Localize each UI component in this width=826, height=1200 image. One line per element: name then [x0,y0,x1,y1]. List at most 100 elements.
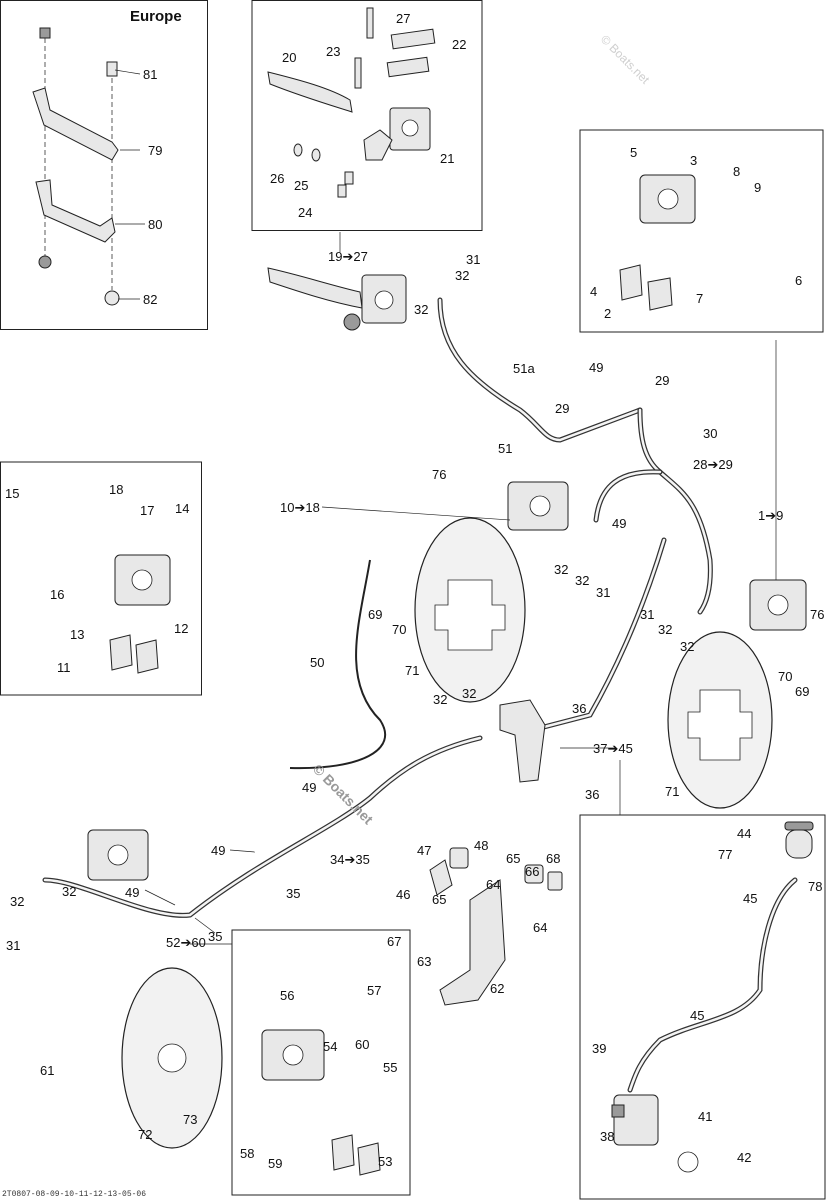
label-50: 50 [310,655,324,670]
label-32-top: 32 [455,268,469,283]
label-67: 67 [387,934,401,949]
rear-master-cylinder-inset [579,814,826,1200]
label-1-9: 1➔9 [758,508,783,523]
label-7: 7 [696,291,703,306]
label-57: 57 [367,983,381,998]
label-30: 30 [703,426,717,441]
brake-pads [109,264,673,1176]
label-32-caliper-a: 32 [554,562,568,577]
leader-lines [114,69,777,945]
label-31-caliper: 31 [596,585,610,600]
label-48: 48 [474,838,488,853]
brake-discs [121,517,773,1149]
label-20: 20 [282,50,296,65]
label-32-tee-b: 32 [462,686,476,701]
label-2: 2 [604,306,611,321]
part-labels: 81 79 80 82 27 22 23 20 21 26 25 24 19➔2… [5,11,824,1171]
label-31-right: 31 [640,607,654,622]
label-56: 56 [280,988,294,1003]
label-15: 15 [5,486,19,501]
label-38: 38 [600,1129,614,1144]
label-32-rear-b: 32 [62,884,76,899]
label-28-29: 28➔29 [693,457,733,472]
left-caliper-inset [0,461,202,696]
label-25: 25 [294,178,308,193]
label-70-front: 70 [392,622,406,637]
label-73: 73 [183,1112,197,1127]
label-9: 9 [754,180,761,195]
label-49-tee: 49 [302,780,316,795]
label-16: 16 [50,587,64,602]
label-18: 18 [109,482,123,497]
label-31-rear: 31 [6,938,20,953]
label-13: 13 [70,627,84,642]
right-caliper-inset [579,129,824,333]
label-17: 17 [140,503,154,518]
label-29-right: 29 [655,373,669,388]
label-27: 27 [396,11,410,26]
label-79: 79 [148,143,162,158]
label-36-upper: 36 [572,701,586,716]
rear-reservoir [677,821,814,1173]
label-32-right-a: 32 [658,622,672,637]
label-32-master: 32 [414,302,428,317]
label-12: 12 [174,621,188,636]
label-54: 54 [323,1039,337,1054]
label-6: 6 [795,273,802,288]
label-36-lower: 36 [585,787,599,802]
label-81: 81 [143,67,157,82]
label-41: 41 [698,1109,712,1124]
label-32-caliper-b: 32 [575,573,589,588]
label-3: 3 [690,153,697,168]
label-35-upper: 35 [286,886,300,901]
label-65-right: 65 [506,851,520,866]
label-49-upper: 49 [589,360,603,375]
label-72: 72 [138,1127,152,1142]
region-title: Europe [130,8,182,25]
label-63: 63 [417,954,431,969]
label-71-right: 71 [665,784,679,799]
label-51a: 51a [513,361,535,376]
label-35-lower: 35 [208,929,222,944]
label-46: 46 [396,887,410,902]
label-4: 4 [590,284,597,299]
calipers [87,174,807,1146]
label-42: 42 [737,1150,751,1165]
label-68: 68 [546,851,560,866]
label-64-upper: 64 [486,877,500,892]
label-77: 77 [718,847,732,862]
label-58: 58 [240,1146,254,1161]
label-26: 26 [270,171,284,186]
label-55: 55 [383,1060,397,1075]
label-22: 22 [452,37,466,52]
label-29-mid: 29 [555,401,569,416]
label-76-right: 76 [810,607,824,622]
label-70-right: 70 [778,669,792,684]
label-39: 39 [592,1041,606,1056]
master-cylinder-inset [251,0,483,231]
rear-caliper-inset [231,929,411,1196]
label-44: 44 [737,826,751,841]
label-71-front: 71 [405,663,419,678]
label-66: 66 [525,864,539,879]
label-80: 80 [148,217,162,232]
brake-hoses [42,297,798,1093]
label-65-left: 65 [432,892,446,907]
label-53: 53 [378,1154,392,1169]
label-49-left: 49 [211,843,225,858]
label-37-45: 37➔45 [593,741,633,756]
label-45-lower: 45 [690,1008,704,1023]
label-24: 24 [298,205,312,220]
label-31-top: 31 [466,252,480,267]
label-59: 59 [268,1156,282,1171]
label-19-27: 19➔27 [328,249,368,264]
label-52-60: 52➔60 [166,935,206,950]
label-61: 61 [40,1063,54,1078]
label-21: 21 [440,151,454,166]
label-47: 47 [417,843,431,858]
label-11: 11 [57,660,71,675]
label-23: 23 [326,44,340,59]
label-62: 62 [490,981,504,996]
label-78: 78 [808,879,822,894]
label-45-upper: 45 [743,891,757,906]
